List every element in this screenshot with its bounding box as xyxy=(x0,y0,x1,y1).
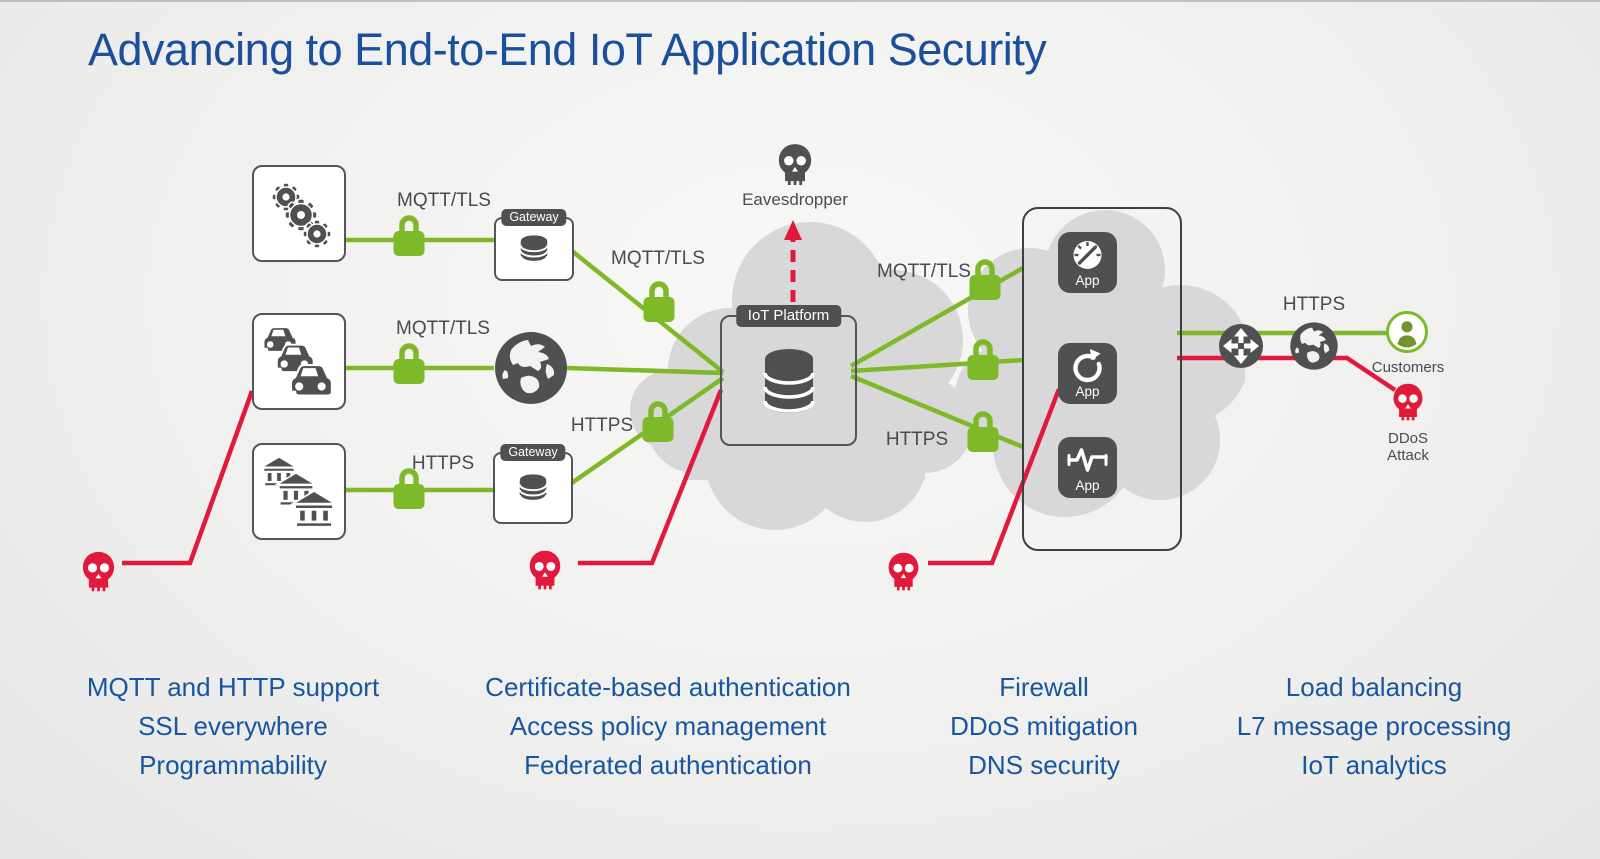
iot-platform-tab: IoT Platform xyxy=(735,305,842,327)
gateway-tab: Gateway xyxy=(500,444,566,461)
feature-line: DDoS mitigation xyxy=(950,711,1138,741)
protocol-label: HTTPS xyxy=(885,429,949,450)
ddos-skull-icon xyxy=(1393,383,1423,421)
feature-line: L7 message processing xyxy=(1236,711,1512,741)
device-box-cars xyxy=(252,313,346,410)
database-icon xyxy=(762,348,815,413)
protocol-label: MQTT/TLS xyxy=(877,261,971,282)
feature-column-security: Firewall DDoS mitigation DNS security xyxy=(950,668,1138,785)
gateway-node-bottom: Gateway xyxy=(493,444,573,524)
page-title: Advancing to End-to-End IoT Application … xyxy=(88,24,1047,75)
app-node-refresh: App xyxy=(1058,343,1117,404)
customers-node xyxy=(1386,311,1428,353)
person-icon xyxy=(1397,321,1417,348)
iot-platform-node: IoT Platform xyxy=(720,305,857,446)
feature-line: SSL everywhere xyxy=(138,711,328,741)
app-label: App xyxy=(1075,273,1100,288)
protocol-label: HTTPS xyxy=(411,453,475,474)
gauge-icon xyxy=(1073,241,1102,269)
feature-line: Load balancing xyxy=(1285,672,1463,702)
load-balancer-icon xyxy=(1219,324,1263,368)
feature-line: Certificate-based authentication xyxy=(485,672,851,702)
globe-icon xyxy=(495,332,567,404)
eavesdropper-skull-icon xyxy=(778,144,812,185)
feature-line: Federated authentication xyxy=(524,750,812,780)
attacker-skull-icon xyxy=(82,551,115,592)
protocol-label: MQTT/TLS xyxy=(611,248,705,269)
feature-line: DNS security xyxy=(968,750,1120,780)
database-icon xyxy=(518,474,548,502)
app-label: App xyxy=(1075,478,1100,493)
protocol-label: HTTPS xyxy=(570,415,634,436)
padlock-icon xyxy=(967,411,999,452)
attacker-skull-icon xyxy=(888,552,919,591)
gateway-tab: Gateway xyxy=(501,209,567,226)
padlock-icon xyxy=(643,281,675,322)
feature-line: IoT analytics xyxy=(1301,750,1447,780)
feature-column-auth: Certificate-based authentication Access … xyxy=(485,668,851,785)
protocol-label: MQTT/TLS xyxy=(397,190,491,211)
padlock-icon xyxy=(967,339,999,380)
padlock-icon xyxy=(393,343,425,384)
gears-icon xyxy=(271,181,332,249)
device-box-sensors xyxy=(252,165,346,262)
database-icon xyxy=(519,235,549,263)
feature-line: Access policy management xyxy=(509,711,827,741)
pulse-icon xyxy=(1067,448,1108,472)
device-box-buildings xyxy=(252,443,346,540)
feature-line: MQTT and HTTP support xyxy=(86,672,380,702)
padlock-icon xyxy=(642,401,674,442)
feature-column-platform: MQTT and HTTP support SSL everywhere Pro… xyxy=(87,668,379,785)
padlock-icon xyxy=(969,259,1001,300)
app-label: App xyxy=(1075,384,1100,399)
app-node-gauge: App xyxy=(1058,232,1117,293)
feature-line: Firewall xyxy=(999,672,1089,702)
refresh-icon xyxy=(1073,349,1102,383)
attacker-skull-icon xyxy=(529,550,561,590)
ddos-attack-label: DDoS Attack xyxy=(1387,430,1429,464)
gateway-node-top: Gateway xyxy=(494,209,574,281)
protocol-label: MQTT/TLS xyxy=(396,318,490,339)
feature-column-delivery: Load balancing L7 message processing IoT… xyxy=(1237,668,1512,785)
globe-icon xyxy=(1290,322,1338,370)
buildings-icon xyxy=(259,455,339,528)
protocol-label: HTTPS xyxy=(1282,294,1346,315)
top-divider xyxy=(0,0,1600,2)
customers-label: Customers xyxy=(1371,359,1445,376)
feature-line: Programmability xyxy=(139,750,327,780)
cars-icon xyxy=(262,325,333,396)
padlock-icon xyxy=(393,215,425,256)
app-node-pulse: App xyxy=(1058,437,1117,498)
eavesdropper-label: Eavesdropper xyxy=(742,190,848,209)
